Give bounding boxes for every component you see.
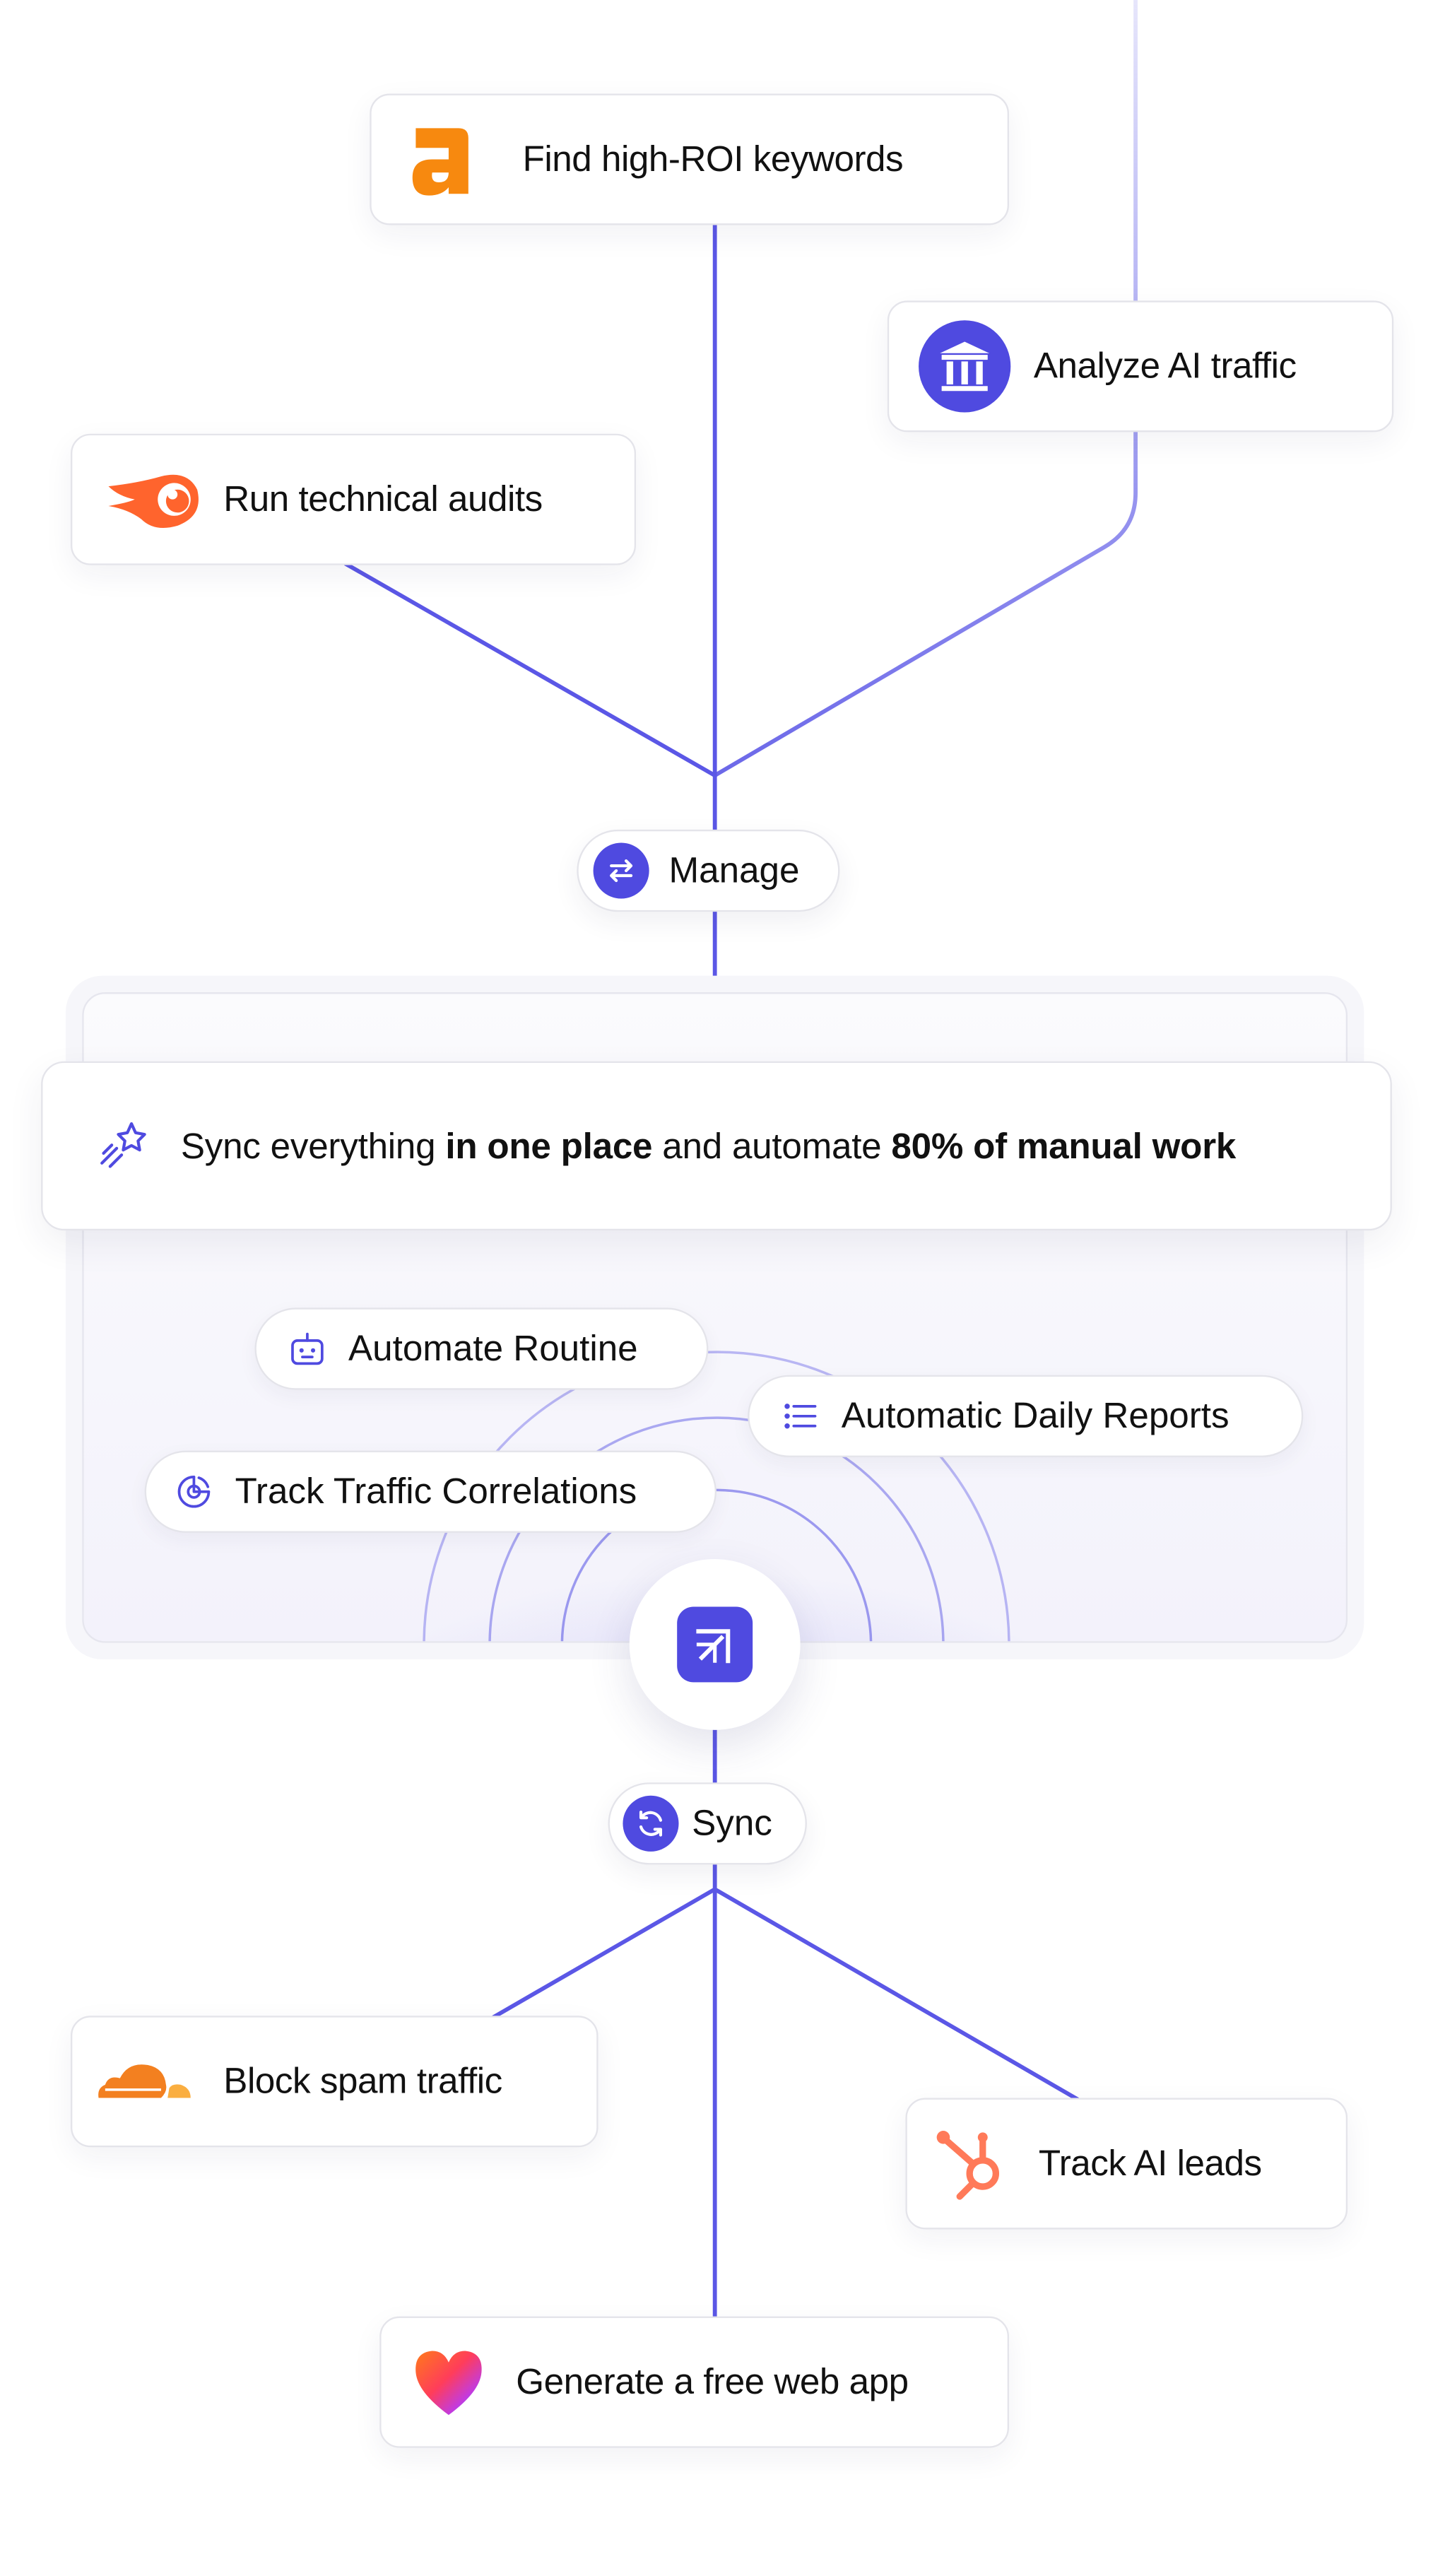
card-track-leads[interactable]: Track AI leads (905, 2098, 1348, 2230)
hub-node[interactable] (629, 1559, 801, 1730)
refresh-icon (623, 1795, 679, 1852)
list-icon (779, 1395, 821, 1437)
card-label: Find high-ROI keywords (522, 138, 904, 180)
card-block-spam[interactable]: Block spam traffic (71, 2016, 598, 2148)
robot-icon (286, 1327, 329, 1370)
app-logo-icon (677, 1606, 753, 1683)
chip-automate-routine[interactable]: Automate Routine (254, 1307, 709, 1390)
sync-label: Sync (692, 1802, 772, 1844)
cloudflare-logo-icon (95, 2055, 194, 2107)
manage-pill[interactable]: Manage (577, 829, 840, 912)
banner-text: Sync everything in one place and automat… (180, 1124, 1237, 1166)
card-find-keywords[interactable]: Find high-ROI keywords (370, 93, 1009, 225)
swap-arrows-icon (593, 842, 649, 899)
pie-chart-icon (172, 1471, 215, 1513)
line-left-diagonal (343, 561, 716, 777)
card-label: Block spam traffic (223, 2060, 502, 2102)
manage-label: Manage (668, 849, 800, 890)
card-generate-web-app[interactable]: Generate a free web app (379, 2316, 1009, 2448)
chip-traffic-correlations[interactable]: Track Traffic Correlations (144, 1450, 717, 1533)
card-analyze-ai-traffic[interactable]: Analyze AI traffic (887, 300, 1394, 433)
line-bottom-left-diagonal (492, 1887, 716, 2020)
ahrefs-logo-icon (408, 122, 473, 197)
card-run-audits[interactable]: Run technical audits (71, 433, 637, 565)
card-label: Track AI leads (1038, 2142, 1262, 2184)
sync-pill[interactable]: Sync (608, 1782, 807, 1865)
line-bottom-right-diagonal (714, 1887, 1080, 2102)
semrush-logo-icon (105, 466, 204, 532)
card-label: Generate a free web app (516, 2360, 909, 2402)
sync-banner: Sync everything in one place and automat… (41, 1061, 1392, 1231)
chip-daily-reports[interactable]: Automatic Daily Reports (748, 1375, 1304, 1457)
chip-label: Automate Routine (348, 1327, 638, 1369)
card-label: Run technical audits (223, 478, 543, 519)
chip-label: Track Traffic Correlations (235, 1470, 637, 1512)
card-label: Analyze AI traffic (1033, 345, 1297, 387)
bank-columns-icon (919, 320, 1011, 413)
hubspot-logo-icon (933, 2124, 1013, 2204)
line-top-right (714, 0, 1138, 777)
sparkle-star-icon (95, 1118, 151, 1174)
chip-label: Automatic Daily Reports (841, 1394, 1229, 1436)
lovable-heart-icon (411, 2346, 486, 2418)
